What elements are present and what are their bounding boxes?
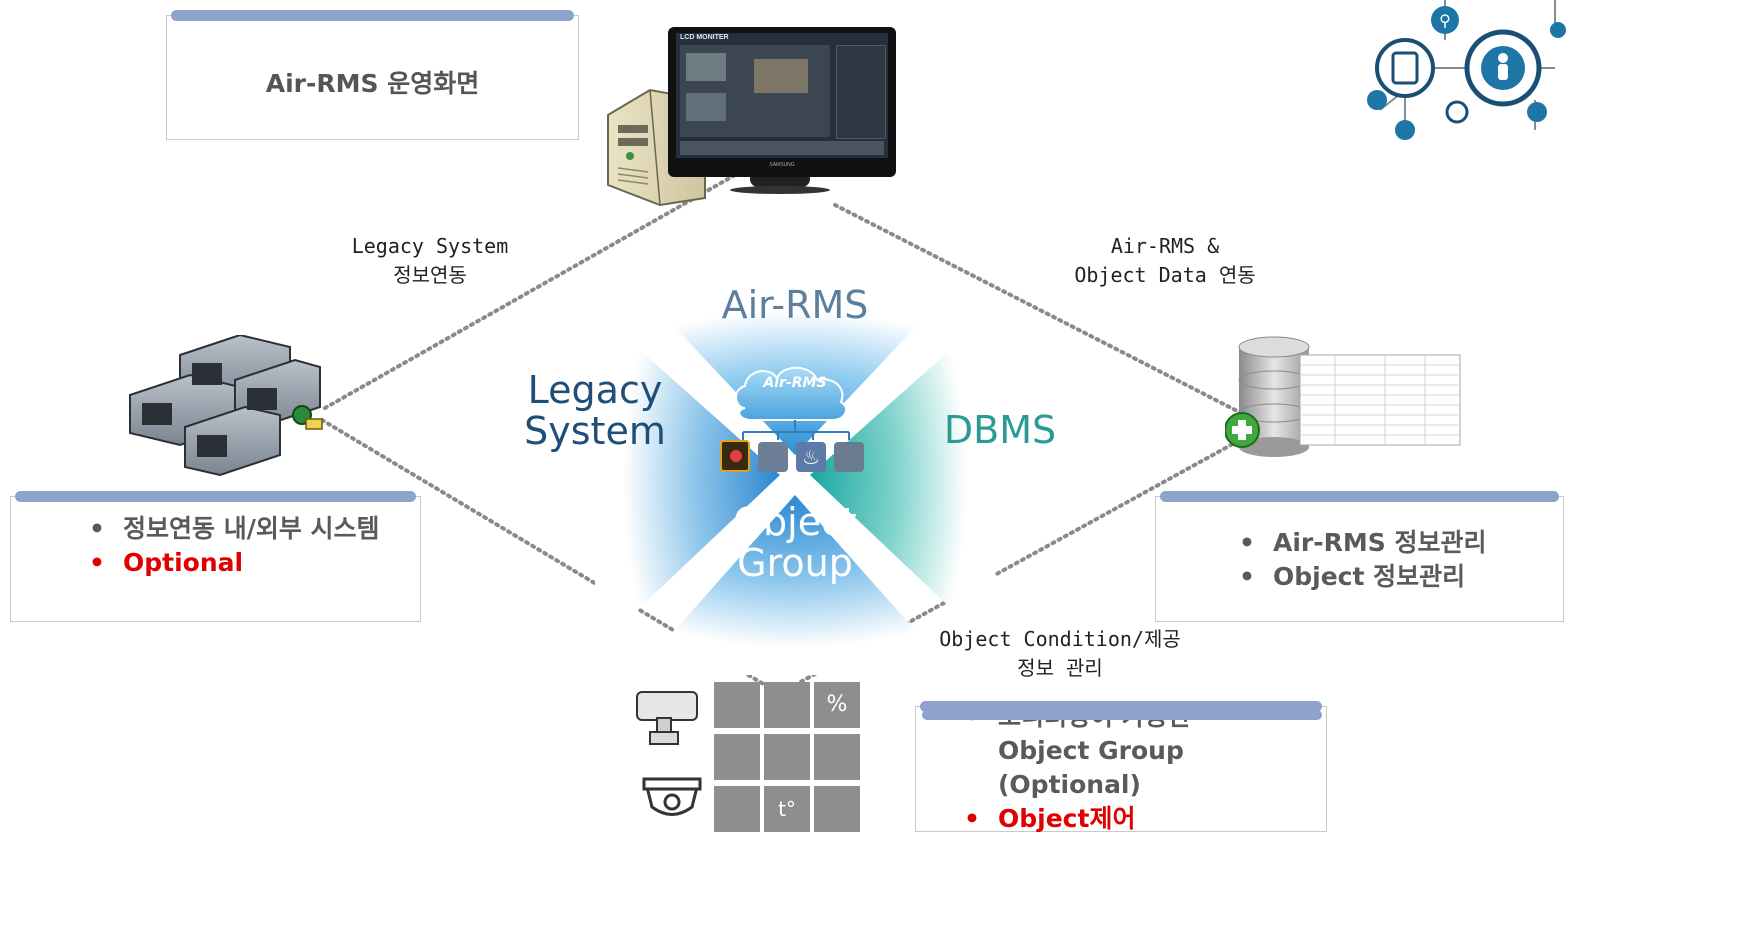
- quadrant-label-object-group: Object Group: [733, 500, 857, 586]
- connector-label-legacy: Legacy System 정보연동: [351, 234, 509, 287]
- info-box-dbms: Air-RMS 정보관리 Object 정보관리: [1155, 491, 1564, 622]
- object-device-icons: % t°: [632, 682, 872, 832]
- monitor-screen: LCD MONITER: [676, 33, 888, 158]
- box-top-bar: [171, 10, 574, 21]
- monitor-brand: SAMSUNG: [769, 162, 795, 168]
- bullet-optional: Optional: [81, 546, 401, 580]
- monitor-workstation: LCD MONITER SAMSUNG: [600, 20, 900, 210]
- connector-monitor-dbms: [833, 203, 1247, 417]
- bird-icon: [758, 442, 788, 472]
- humidity-percent-icon: %: [814, 682, 860, 728]
- water-drops-icon: [814, 734, 860, 780]
- smoke-icon: [714, 682, 760, 728]
- bullet-object-control: Object제어 (Optional): [956, 802, 1256, 833]
- info-box-object-group: 모니터링이 가능한 Object Group (Optional) Object…: [915, 701, 1327, 833]
- camera-alert-icon: [720, 440, 750, 472]
- quadrant-label-air-rms: Air-RMS: [721, 283, 869, 327]
- gauge-icon: [834, 442, 864, 472]
- connector-label-air-rms-object: Air-RMS & Object Data 연동: [1074, 234, 1256, 287]
- object-icon-grid: % t°: [714, 682, 864, 832]
- monitor-screen-title: LCD MONITER: [680, 34, 729, 41]
- door-icon: [714, 786, 760, 832]
- connector-label-object-condition: Object Condition/제공 정보 관리: [939, 627, 1181, 680]
- quadrant-label-legacy: Legacy System: [524, 368, 666, 454]
- fire-icon: [764, 734, 810, 780]
- monitor-stand: [750, 177, 810, 187]
- gauge-meter-icon: [814, 786, 860, 832]
- bullet-air-rms-info: Air-RMS 정보관리: [1231, 526, 1561, 560]
- connector-legacy-monitor: [323, 173, 737, 410]
- legacy-bullet-list: 정보연동 내/외부 시스템 Optional: [81, 512, 401, 580]
- air-rms-cloud-icon: [735, 366, 850, 440]
- object-bullet-list: 모니터링이 가능한 Object Group (Optional) Object…: [956, 712, 1256, 833]
- quadrant-label-dbms: DBMS: [943, 408, 1057, 452]
- dbms-bullet-list: Air-RMS 정보관리 Object 정보관리: [1231, 526, 1561, 594]
- box-top-bar: [1160, 491, 1559, 502]
- cctv-camera-icon: [636, 691, 702, 816]
- cloud-label: Air-RMS: [763, 375, 827, 391]
- thermometer-icon: t°: [764, 786, 810, 832]
- water-drop-icon: [714, 734, 760, 780]
- info-box-operation-screen: Air-RMS 운영화면: [166, 10, 579, 140]
- info-box-legacy: 정보연동 내/외부 시스템 Optional: [10, 491, 421, 622]
- cloud-device-icons: ♨: [720, 440, 870, 476]
- svg-text:⚲: ⚲: [1439, 11, 1451, 30]
- box-title-operation-screen: Air-RMS 운영화면: [265, 69, 480, 98]
- window-break-icon: [764, 682, 810, 728]
- bullet-object-info: Object 정보관리: [1231, 560, 1561, 594]
- server-cluster-icon: [129, 335, 323, 477]
- monitor-frame: LCD MONITER SAMSUNG: [668, 27, 896, 177]
- iot-network-icon: ⚲: [1367, 0, 1566, 140]
- center-quadrant-graphic: Air-RMS Legacy System DBMS Object Group …: [524, 270, 1056, 690]
- box-top-bar: [920, 701, 1322, 712]
- flame-icon: ♨: [796, 442, 826, 472]
- database-icon: [1225, 335, 1470, 460]
- bullet-legacy-system: 정보연동 내/외부 시스템: [81, 512, 401, 546]
- bullet-monitorable-object-group: 모니터링이 가능한 Object Group (Optional): [956, 712, 1256, 802]
- box-top-bar: [15, 491, 416, 502]
